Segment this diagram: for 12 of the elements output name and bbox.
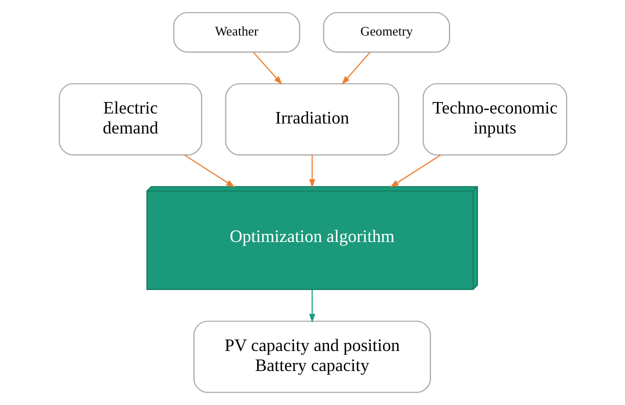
arrow — [341, 52, 370, 85]
node-box: Electric demand — [58, 83, 202, 156]
node-box: Techno-economic inputs — [422, 83, 567, 156]
arrow — [252, 52, 282, 85]
node-box: Irradiation — [224, 83, 399, 156]
arrow — [389, 154, 440, 188]
arrow — [308, 155, 315, 188]
node-box: Geometry — [322, 12, 450, 53]
arrow — [308, 290, 315, 323]
node-box: Weather — [172, 12, 300, 53]
arrow — [184, 154, 234, 188]
node-box: PV capacity and position Battery capacity — [192, 320, 430, 393]
